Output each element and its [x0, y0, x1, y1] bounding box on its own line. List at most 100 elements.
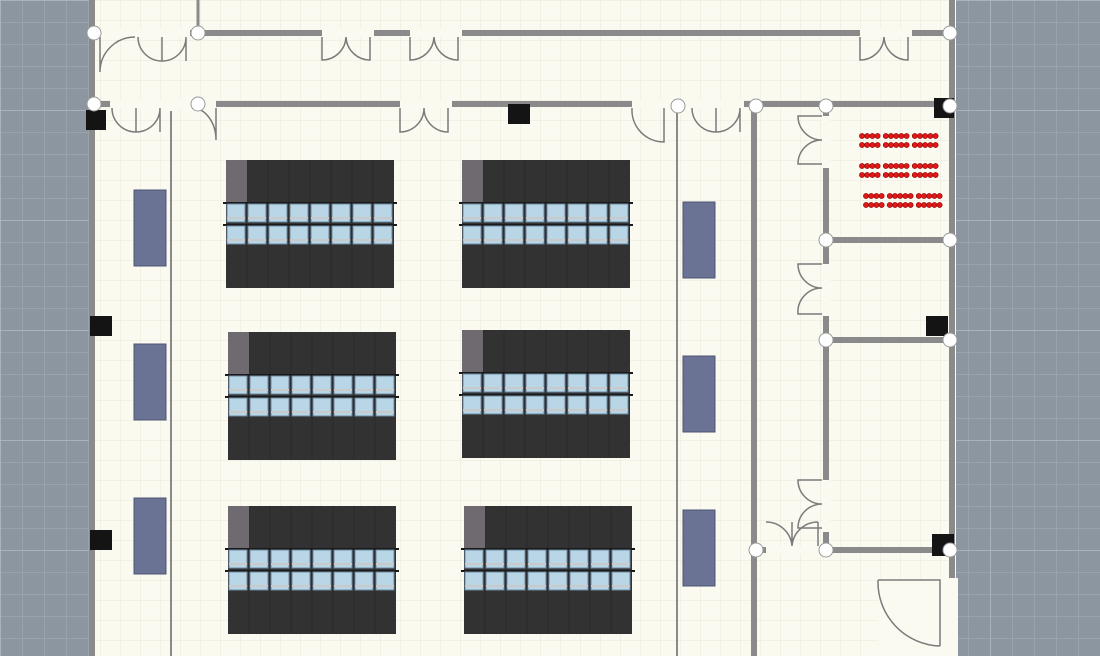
rack-slot[interactable] — [354, 375, 374, 395]
wall-node-icon[interactable] — [818, 98, 834, 114]
chair-icon[interactable] — [903, 142, 910, 148]
chair-icon[interactable] — [882, 133, 889, 139]
chair-icon[interactable] — [931, 193, 938, 199]
chair-icon[interactable] — [864, 142, 871, 148]
chair-icon[interactable] — [903, 133, 910, 139]
rack-slot[interactable] — [249, 397, 269, 417]
rack-slot[interactable] — [590, 549, 610, 569]
rack-slot[interactable] — [546, 373, 566, 393]
rack-slot[interactable] — [270, 549, 290, 569]
chair-icon[interactable] — [888, 172, 894, 178]
rack-slot[interactable] — [567, 373, 587, 393]
rack-slot[interactable] — [546, 395, 566, 415]
rack-slot[interactable] — [525, 395, 545, 415]
rack-slot[interactable] — [569, 549, 589, 569]
rack-slot[interactable] — [546, 203, 566, 223]
rack-slot[interactable] — [333, 375, 353, 395]
door-swing-icon[interactable] — [137, 36, 187, 62]
chair-icon[interactable] — [911, 172, 918, 178]
chair-icon[interactable] — [888, 133, 894, 139]
chair-icon[interactable] — [873, 193, 880, 199]
rack-slot[interactable] — [506, 549, 526, 569]
rack-slot[interactable] — [249, 549, 269, 569]
rack-slot[interactable] — [569, 571, 589, 591]
chair-icon[interactable] — [903, 163, 910, 169]
door-swing-icon[interactable] — [99, 36, 136, 73]
crac-unit-icon[interactable] — [133, 189, 167, 267]
rack-slot[interactable] — [483, 373, 503, 393]
chair-icon[interactable] — [927, 172, 934, 178]
chair-icon[interactable] — [898, 172, 905, 178]
door-swing-icon[interactable] — [111, 107, 161, 133]
doors[interactable] — [99, 36, 941, 647]
rack-slot[interactable] — [609, 373, 629, 393]
chair-icon[interactable] — [869, 172, 876, 178]
chair-icon[interactable] — [893, 163, 900, 169]
chair-icon[interactable] — [911, 142, 918, 148]
wall-node-icon[interactable] — [942, 332, 958, 348]
door-swing-icon[interactable] — [765, 521, 819, 547]
chair-icon[interactable] — [898, 133, 905, 139]
column-icon[interactable] — [86, 110, 106, 130]
rack-slot[interactable] — [525, 203, 545, 223]
rack-slot[interactable] — [546, 225, 566, 245]
chair-icon[interactable] — [863, 202, 869, 208]
wall-node-icon[interactable] — [190, 96, 206, 112]
chair-icon[interactable] — [917, 163, 923, 169]
rack-slot[interactable] — [375, 397, 395, 417]
rack-slot[interactable] — [504, 225, 524, 245]
chair-icon[interactable] — [882, 163, 889, 169]
wall-node-icon[interactable] — [818, 232, 834, 248]
door-swing-icon[interactable] — [877, 579, 941, 647]
chair-icon[interactable] — [932, 163, 939, 169]
rack-slot[interactable] — [247, 225, 267, 245]
rack-icon[interactable] — [223, 160, 397, 288]
door-swing-icon[interactable] — [797, 479, 823, 529]
chair-icon[interactable] — [922, 163, 929, 169]
rack-slot[interactable] — [483, 225, 503, 245]
rack-slot[interactable] — [462, 395, 482, 415]
rack-slot[interactable] — [333, 571, 353, 591]
wall-nodes[interactable] — [86, 25, 958, 558]
chair-icon[interactable] — [922, 142, 929, 148]
rack-slot[interactable] — [567, 203, 587, 223]
chair-icon[interactable] — [917, 142, 923, 148]
rack-slot[interactable] — [588, 203, 608, 223]
rack-slot[interactable] — [485, 549, 505, 569]
wall-node-icon[interactable] — [818, 542, 834, 558]
rack-slot[interactable] — [249, 375, 269, 395]
chair-icon[interactable] — [859, 172, 865, 178]
rack-icon[interactable] — [461, 506, 635, 634]
rack-slot[interactable] — [352, 203, 372, 223]
rack-slot[interactable] — [504, 395, 524, 415]
rack-slot[interactable] — [375, 571, 395, 591]
chair-icon[interactable] — [898, 142, 905, 148]
column-icon[interactable] — [90, 316, 112, 336]
server-racks[interactable] — [223, 160, 635, 634]
rack-slot[interactable] — [291, 397, 311, 417]
rack-slot[interactable] — [609, 203, 629, 223]
rack-slot[interactable] — [226, 203, 246, 223]
wall-node-icon[interactable] — [86, 25, 102, 41]
rack-slot[interactable] — [373, 203, 393, 223]
wall-node-icon[interactable] — [748, 98, 764, 114]
chair-icon[interactable] — [931, 202, 938, 208]
crac-unit-icon[interactable] — [133, 497, 167, 575]
chair-icon[interactable] — [932, 133, 939, 139]
column-icon[interactable] — [508, 104, 530, 124]
chair-icon[interactable] — [911, 133, 918, 139]
chair-icon[interactable] — [882, 142, 889, 148]
rack-slot[interactable] — [312, 397, 332, 417]
rack-slot[interactable] — [590, 571, 610, 591]
rack-slot[interactable] — [525, 225, 545, 245]
chair-icon[interactable] — [878, 202, 885, 208]
chair-icon[interactable] — [897, 202, 904, 208]
chair-icon[interactable] — [922, 133, 929, 139]
chair-icon[interactable] — [893, 172, 900, 178]
rack-slot[interactable] — [567, 395, 587, 415]
crac-unit-icon[interactable] — [682, 355, 716, 433]
chair-icon[interactable] — [859, 133, 865, 139]
wall-node-icon[interactable] — [942, 98, 958, 114]
chair-icon[interactable] — [859, 163, 865, 169]
chair-icon[interactable] — [864, 172, 871, 178]
